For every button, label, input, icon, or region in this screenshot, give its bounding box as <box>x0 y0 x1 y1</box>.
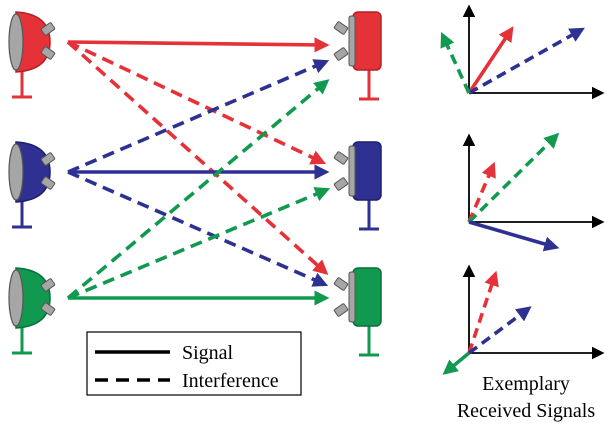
link-interference-red-to-blue <box>67 40 327 165</box>
transmitters <box>8 11 56 355</box>
received-signal-panel-2 <box>462 132 605 252</box>
links-layer <box>66 37 331 306</box>
transmitter-green <box>8 267 56 355</box>
vector-red-interference <box>467 161 496 223</box>
vector-green-interference <box>467 132 560 224</box>
legend-box <box>86 331 302 396</box>
receivers <box>333 11 382 357</box>
vector-green-signal <box>442 351 471 375</box>
legend: Signal Interference <box>86 331 302 396</box>
vector-red-signal <box>467 26 514 94</box>
caption-line-2: Received Signals <box>457 400 596 422</box>
vector-red-interference <box>467 270 499 354</box>
receiver-red <box>333 11 382 101</box>
vector-blue-interference <box>467 306 532 355</box>
link-interference-red-to-green <box>66 40 329 276</box>
link-interference-blue-to-red <box>67 59 330 174</box>
link-interference-blue-to-green <box>67 170 329 287</box>
receiver-green <box>333 267 382 357</box>
vector-green-interference <box>440 31 471 94</box>
transmitter-red <box>8 11 56 99</box>
legend-interference-label: Interference <box>182 370 279 392</box>
received-signal-panel-3 <box>442 264 605 375</box>
received-signal-panels <box>440 4 605 375</box>
link-signal-red-to-red <box>67 37 330 53</box>
received-signal-panel-1 <box>440 4 605 100</box>
vector-blue-interference <box>468 27 585 95</box>
caption-line-1: Exemplary <box>482 373 570 395</box>
vector-blue-signal <box>468 220 560 252</box>
legend-signal-label: Signal <box>182 342 234 364</box>
link-interference-green-to-blue <box>67 187 331 300</box>
transmitter-blue <box>8 141 56 229</box>
receiver-blue <box>333 141 382 231</box>
